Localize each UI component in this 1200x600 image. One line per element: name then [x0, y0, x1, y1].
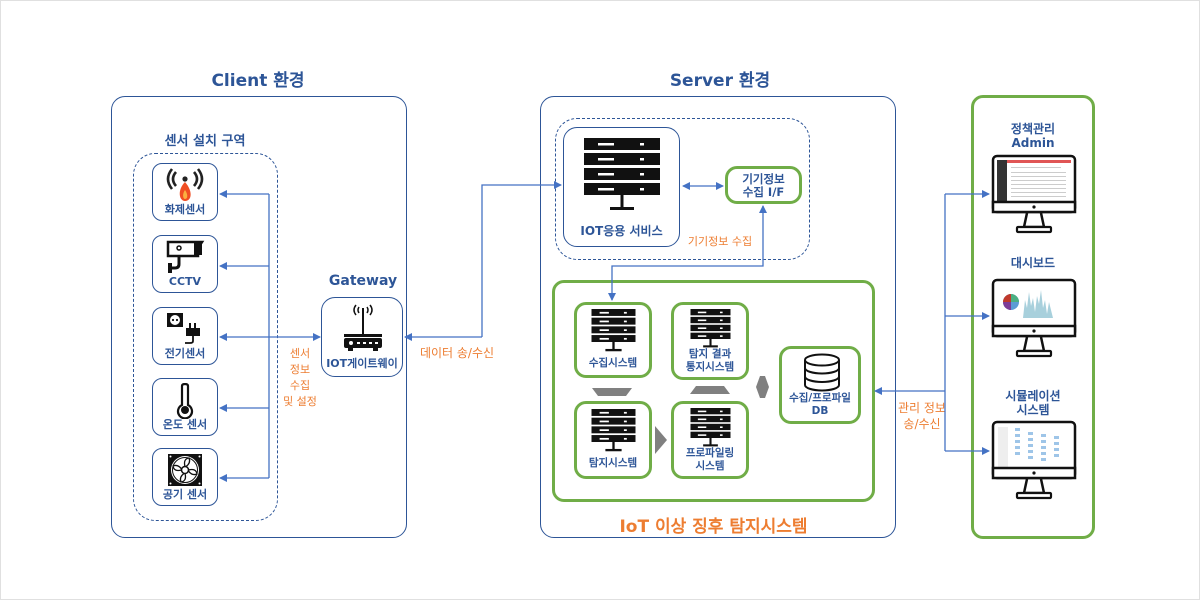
arrow-collect-to-detect — [592, 388, 632, 396]
profiling-system-card[interactable]: 프로파일링 시스템 — [671, 401, 749, 479]
simulation-title: 시뮬레이션 시스템 — [975, 389, 1091, 417]
server-environment-box — [540, 96, 896, 538]
sensor-link-label: 센서 정보 수집 및 설정 — [275, 346, 325, 410]
notify-system-line1: 탐지 결과 — [688, 348, 732, 360]
server-rack-icon — [591, 409, 636, 452]
profiling-system-line1: 프로파일링 — [685, 447, 735, 459]
mgmt-link-label-line: 송/수신 — [903, 417, 941, 431]
admin-monitor-icon[interactable] — [991, 154, 1077, 234]
electric-sensor-card[interactable]: 전기센서 — [152, 307, 218, 365]
notify-system-line2: 통지시스템 — [685, 361, 735, 373]
notify-system-card[interactable]: 탐지 결과 통지시스템 — [671, 302, 749, 380]
mgmt-link-label: 관리 정보 송/수신 — [892, 400, 952, 432]
sensor-link-label-line: 센서 — [289, 347, 311, 360]
electric-plug-icon — [167, 313, 200, 344]
sensor-link-label-line: 및 설정 — [283, 395, 317, 408]
device-info-if-line1: 기기정보 — [742, 172, 785, 186]
admin-title-line1: 정책관리 — [1010, 122, 1056, 136]
arrow-detect-to-profile — [655, 426, 667, 454]
thermometer-icon — [176, 383, 194, 419]
arrow-if-collect — [608, 205, 767, 301]
temperature-sensor-label: 온도 센서 — [162, 418, 208, 431]
arrow-systems-db — [756, 376, 769, 398]
cctv-icon — [166, 240, 205, 273]
gateway-label: IOT게이트웨이 — [326, 357, 398, 370]
fire-sensor-icon — [166, 168, 204, 201]
detect-system-label: 탐지시스템 — [588, 457, 638, 469]
server-rack-icon — [591, 309, 636, 352]
simulation-title-line1: 시뮬레이션 — [1005, 389, 1061, 403]
profile-db-card[interactable]: 수집/프로파일 DB — [779, 346, 861, 424]
mgmt-link-label-line: 관리 정보 — [898, 401, 946, 415]
admin-item-title: 정책관리 Admin — [975, 122, 1091, 150]
anomaly-detection-system-title: IoT 이상 징후 탐지시스템 — [619, 517, 808, 537]
client-environment-box — [111, 96, 407, 538]
admin-title-line2: Admin — [1011, 136, 1055, 150]
arrow-profile-to-notify — [690, 386, 730, 394]
arrow-to-app-service — [481, 181, 562, 337]
sensor-link-label-line: 정보 — [289, 363, 311, 376]
air-sensor-card[interactable]: 공기 센서 — [152, 448, 218, 506]
detect-system-card[interactable]: 탐지시스템 — [574, 401, 652, 479]
router-icon — [344, 304, 382, 351]
fire-sensor-card[interactable]: 화제센서 — [152, 163, 218, 221]
gateway-title: Gateway — [328, 273, 398, 289]
gateway-card[interactable]: IOT게이트웨이 — [321, 297, 403, 377]
dashboard-monitor-icon[interactable] — [991, 278, 1077, 358]
server-rack-icon — [690, 309, 731, 348]
profile-db-line1: 수집/프로파일 — [789, 392, 851, 404]
collect-system-card[interactable]: 수집시스템 — [574, 302, 652, 378]
database-icon — [804, 353, 840, 392]
fan-icon — [168, 454, 202, 486]
electric-sensor-label: 전기센서 — [164, 347, 206, 360]
temperature-sensor-card[interactable]: 온도 센서 — [152, 378, 218, 436]
collect-system-label: 수집시스템 — [588, 357, 638, 369]
sensor-link-label-line: 수집 — [289, 379, 311, 392]
server-title: Server 환경 — [669, 71, 771, 91]
dashboard-title: 대시보드 — [1010, 256, 1056, 270]
sensor-zone-title: 센서 설치 구역 — [164, 134, 246, 149]
server-rack-icon — [584, 138, 660, 210]
simulation-monitor-icon[interactable] — [991, 420, 1077, 500]
device-info-if-line2: 수집 I/F — [742, 185, 785, 199]
device-info-if-card[interactable]: 기기정보 수집 I/F — [725, 166, 802, 204]
profile-db-line2: DB — [811, 405, 829, 417]
gateway-server-link-label: 데이터 송/수신 — [419, 346, 495, 360]
cctv-label: CCTV — [168, 275, 202, 288]
air-sensor-label: 공기 센서 — [162, 488, 208, 501]
profiling-system-line2: 시스템 — [695, 460, 725, 472]
fire-sensor-label: 화제센서 — [164, 203, 206, 216]
server-rack-icon — [690, 408, 731, 447]
cctv-card[interactable]: CCTV — [152, 235, 218, 293]
client-title: Client 환경 — [211, 71, 305, 91]
simulation-title-line2: 시스템 — [1016, 403, 1050, 417]
